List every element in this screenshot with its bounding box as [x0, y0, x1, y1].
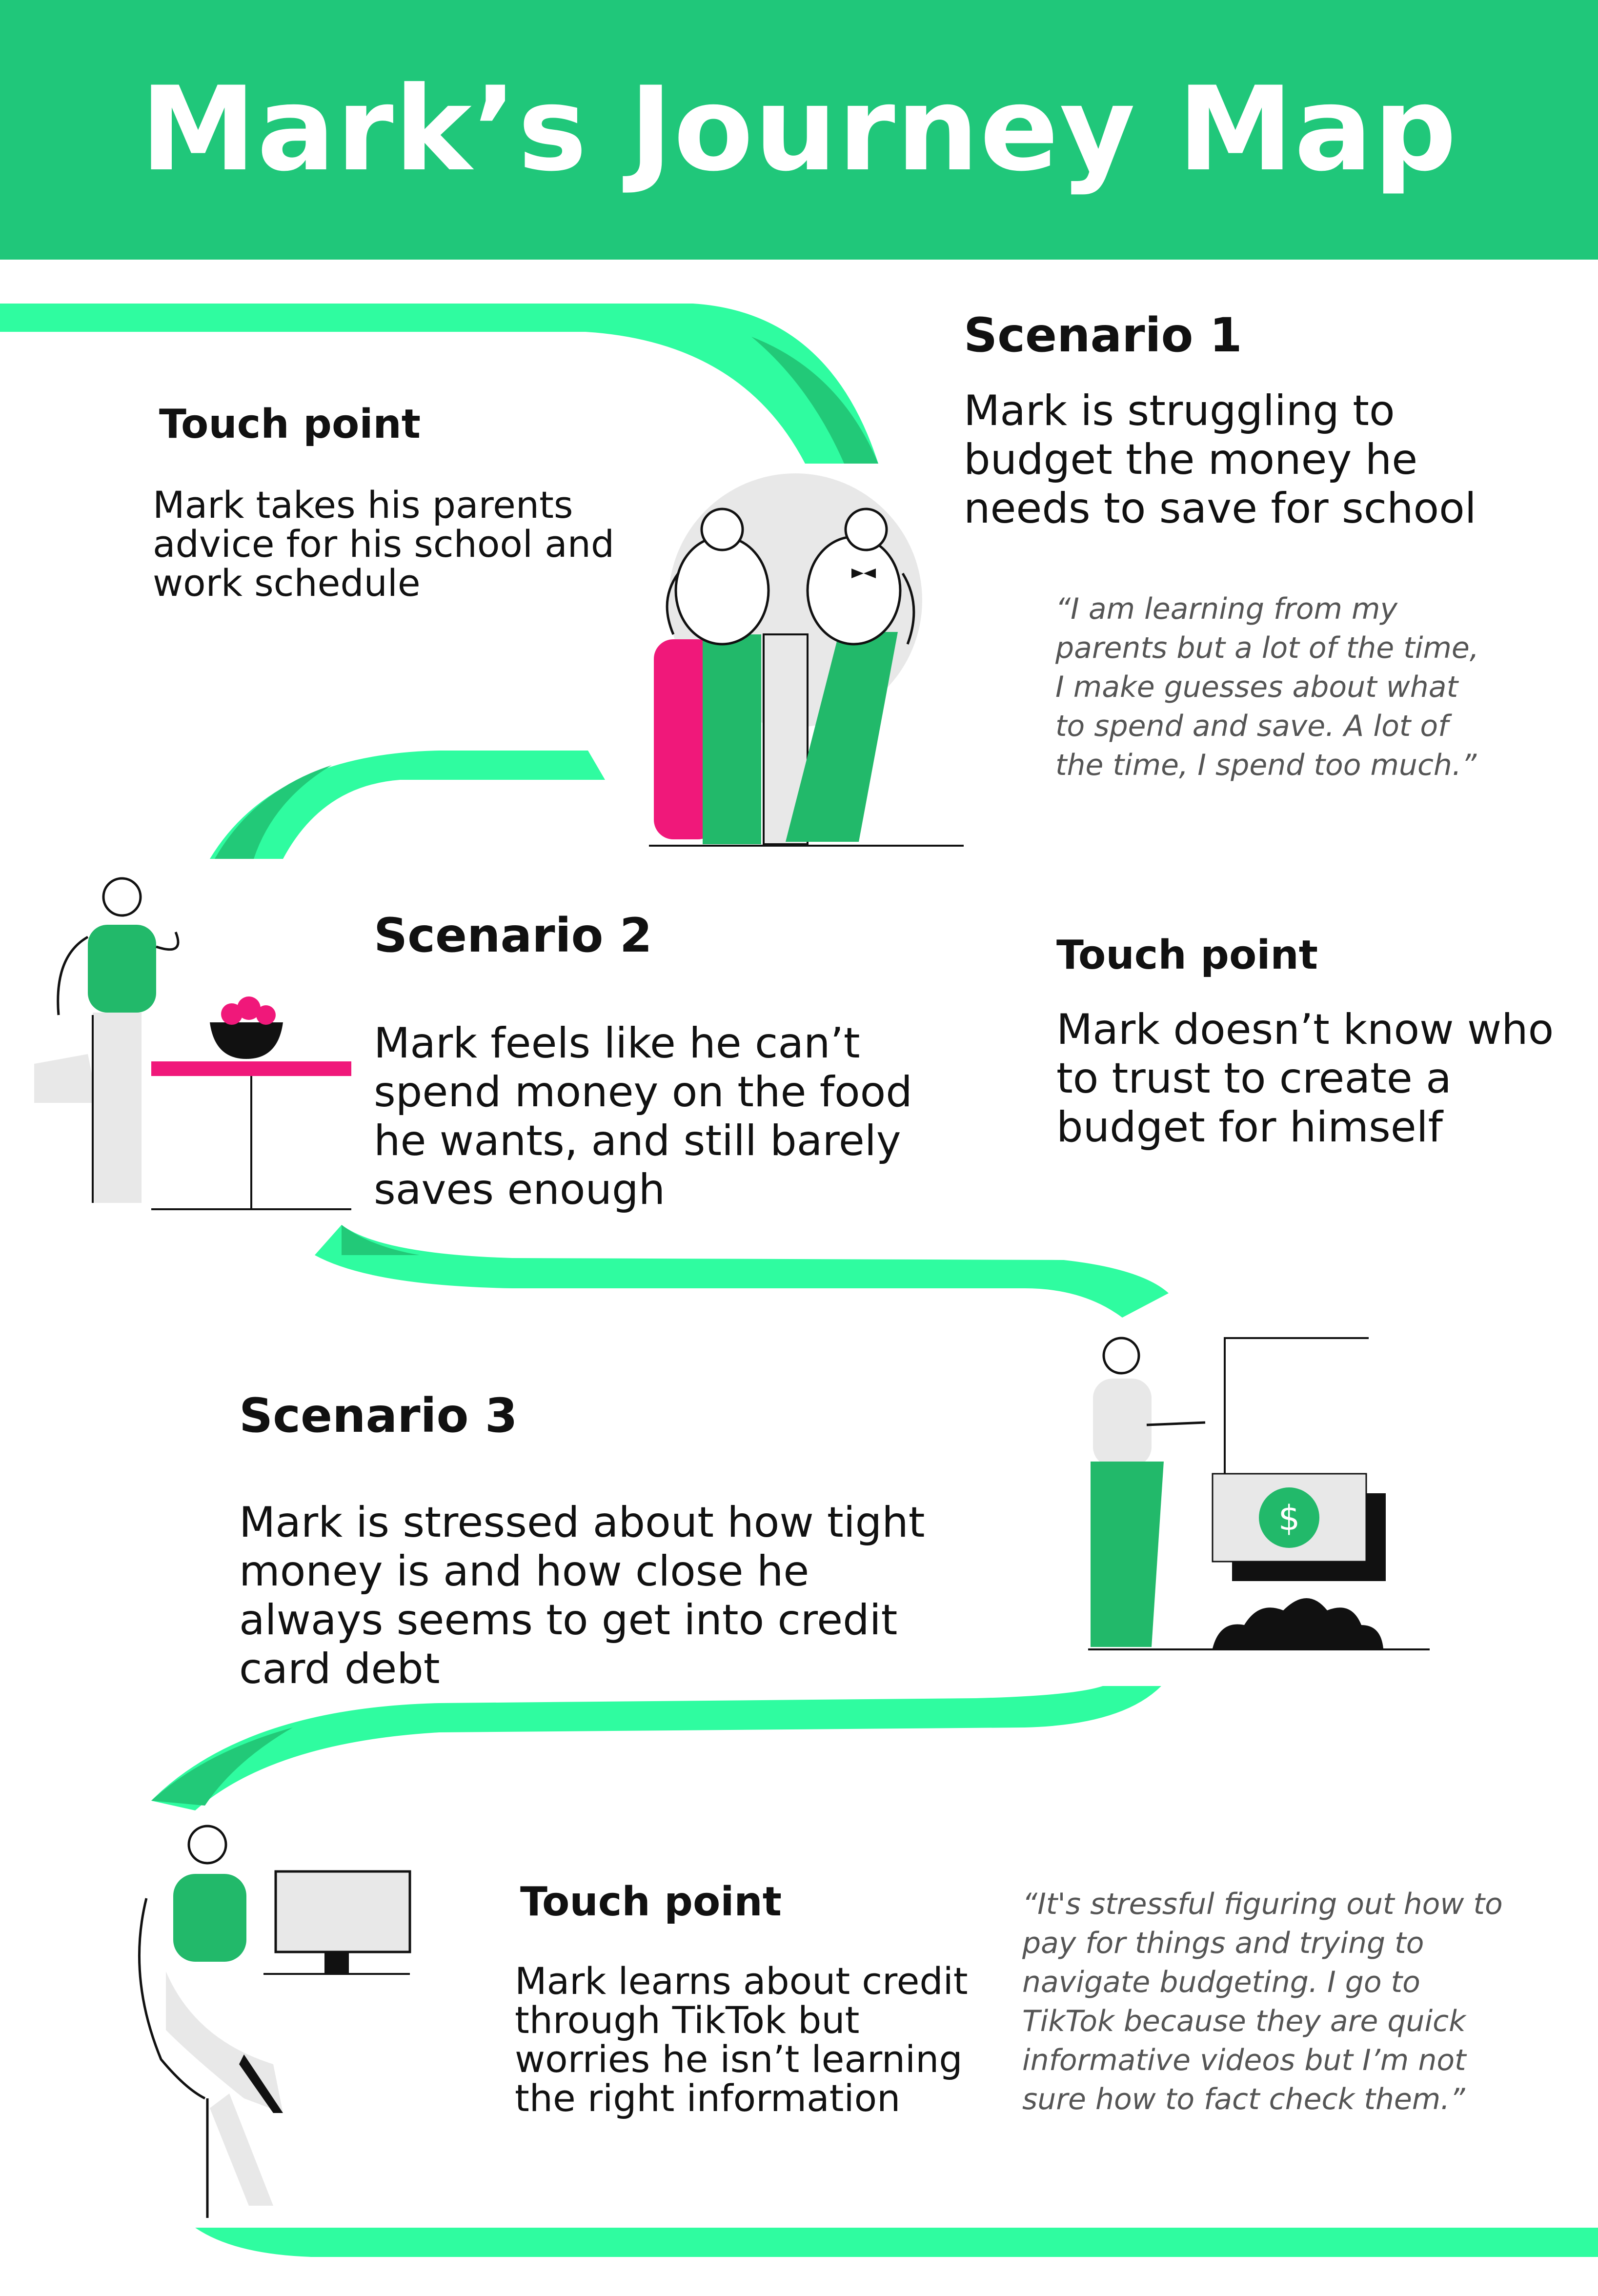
page-title: Mark’s Journey Map — [140, 62, 1458, 197]
person-at-table-with-food-bowl-illustration — [34, 877, 351, 1210]
quote-2: “It's stressful figuring out how to pay … — [1022, 1887, 1503, 2116]
touch-point-1-text: Mark takes his parents advice for his sc… — [153, 483, 615, 605]
scenario-3-text: Mark is stressed about how tight money i… — [239, 1498, 925, 1693]
touch-point-1-heading: Touch point — [159, 401, 421, 447]
ribbon-2 — [210, 751, 605, 859]
scenario-2-text: Mark feels like he can’t spend money on … — [374, 1019, 912, 1214]
touch-point-2-heading: Touch point — [1056, 932, 1318, 978]
scenario-1-heading: Scenario 1 — [964, 308, 1242, 363]
ribbon-3 — [315, 1225, 1169, 1318]
touch-point-3-heading: Touch point — [520, 1879, 782, 1925]
person-at-computer-illustration — [138, 1825, 411, 2218]
scenario-3-heading: Scenario 3 — [239, 1388, 518, 1443]
ribbon-5 — [195, 2228, 1598, 2257]
ribbon-1 — [0, 304, 878, 464]
scenario-1-text: Mark is struggling to budget the money h… — [964, 386, 1477, 533]
touch-point-2-text: Mark doesn’t know who to trust to create… — [1056, 1005, 1554, 1152]
header-banner: Mark’s Journey Map — [0, 0, 1598, 260]
ribbon-4 — [151, 1686, 1161, 1810]
svg-text:$: $ — [1278, 1498, 1300, 1538]
scenario-2-heading: Scenario 2 — [374, 908, 652, 963]
quote-1: “I am learning from my parents but a lot… — [1055, 592, 1479, 782]
touch-point-3-text: Mark learns about credit through TikTok … — [515, 1959, 968, 2120]
two-people-talking-illustration — [649, 473, 964, 847]
person-at-atm-with-dollar-bill-illustration: $ — [1088, 1337, 1430, 1650]
